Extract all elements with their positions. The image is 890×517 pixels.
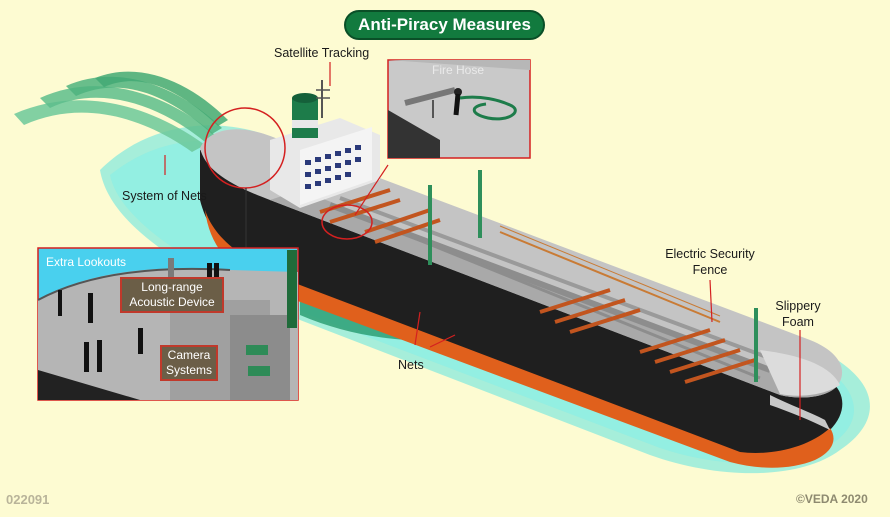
system-of-nets-label: System of Nets	[122, 189, 207, 203]
page-title: Anti-Piracy Measures	[344, 10, 545, 40]
figure-code: 022091	[6, 492, 50, 507]
firehose-highlight-circle	[321, 204, 373, 240]
electric-fence-label: Electric Security Fence	[665, 247, 755, 277]
fire-hose-inset	[387, 59, 531, 159]
extra-lookouts-inset	[37, 247, 299, 401]
fire-hose-label: Fire Hose	[432, 63, 485, 77]
camera-systems-label: Camera Systems	[160, 345, 218, 381]
bridge-superstructure	[270, 80, 380, 208]
ship-hull	[200, 129, 843, 468]
lookout-highlight-circle	[204, 107, 286, 189]
satellite-tracking-label: Satellite Tracking	[274, 46, 370, 60]
extra-lookouts-label: Extra Lookouts	[46, 255, 127, 269]
slippery-foam-label: Slippery Foam	[775, 299, 821, 329]
copyright: ©VEDA 2020	[796, 492, 868, 506]
nets-label: Nets	[398, 358, 424, 372]
deck-masts	[428, 170, 758, 382]
lrad-label: Long-range Acoustic Device	[120, 277, 224, 313]
trailing-nets	[14, 71, 228, 152]
